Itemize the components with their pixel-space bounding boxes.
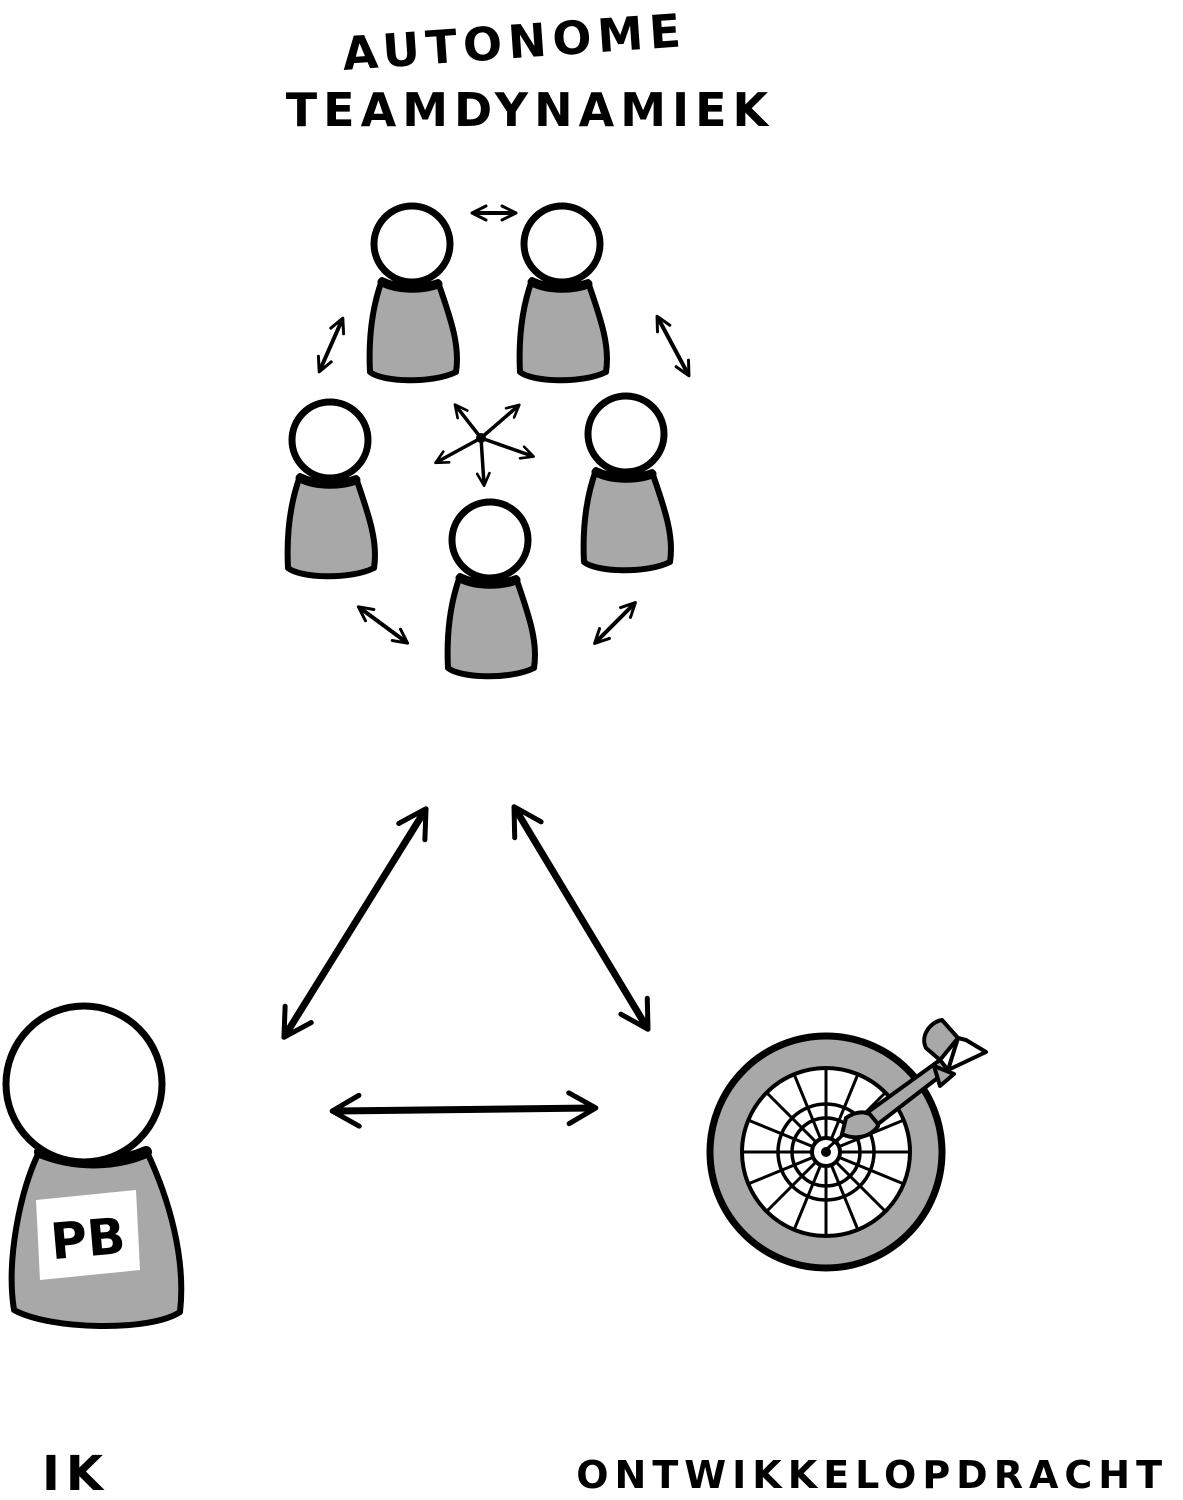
team-group [288,206,691,676]
dartboard-icon [706,1032,946,1272]
title-line-1: AUTONOME [341,3,689,81]
arrow-team-ontwikkelopdracht [511,804,651,1032]
team-member-bottom [448,502,535,676]
label-ontwikkelopdracht: ONTWIKKELOPDRACHT [576,1453,1168,1497]
relation-arrow-upper-right [655,314,691,378]
center-burst-icon [434,403,535,488]
team-member-top-right [520,206,607,380]
relation-arrow-lower-left [356,605,410,645]
team-member-middle-left [288,402,375,576]
relation-triangle [281,804,651,1129]
pb-badge [36,1190,140,1280]
title-line-2: TEAMDYNAMIEK [286,83,774,137]
dart-icon [826,1018,988,1150]
arrow-ik-ontwikkelopdracht [329,1090,599,1129]
team-member-middle-right [584,396,671,570]
ik-figure: PB [2,1002,185,1329]
arrow-team-ik [281,806,429,1040]
pb-badge-text: PB [48,1207,128,1271]
label-ik: IK [42,1446,109,1500]
team-member-top-left [370,206,457,380]
relation-arrow-upper-left [316,316,346,374]
relation-arrow-lower-right [593,601,637,645]
title: AUTONOME TEAMDYNAMIEK [286,3,774,137]
